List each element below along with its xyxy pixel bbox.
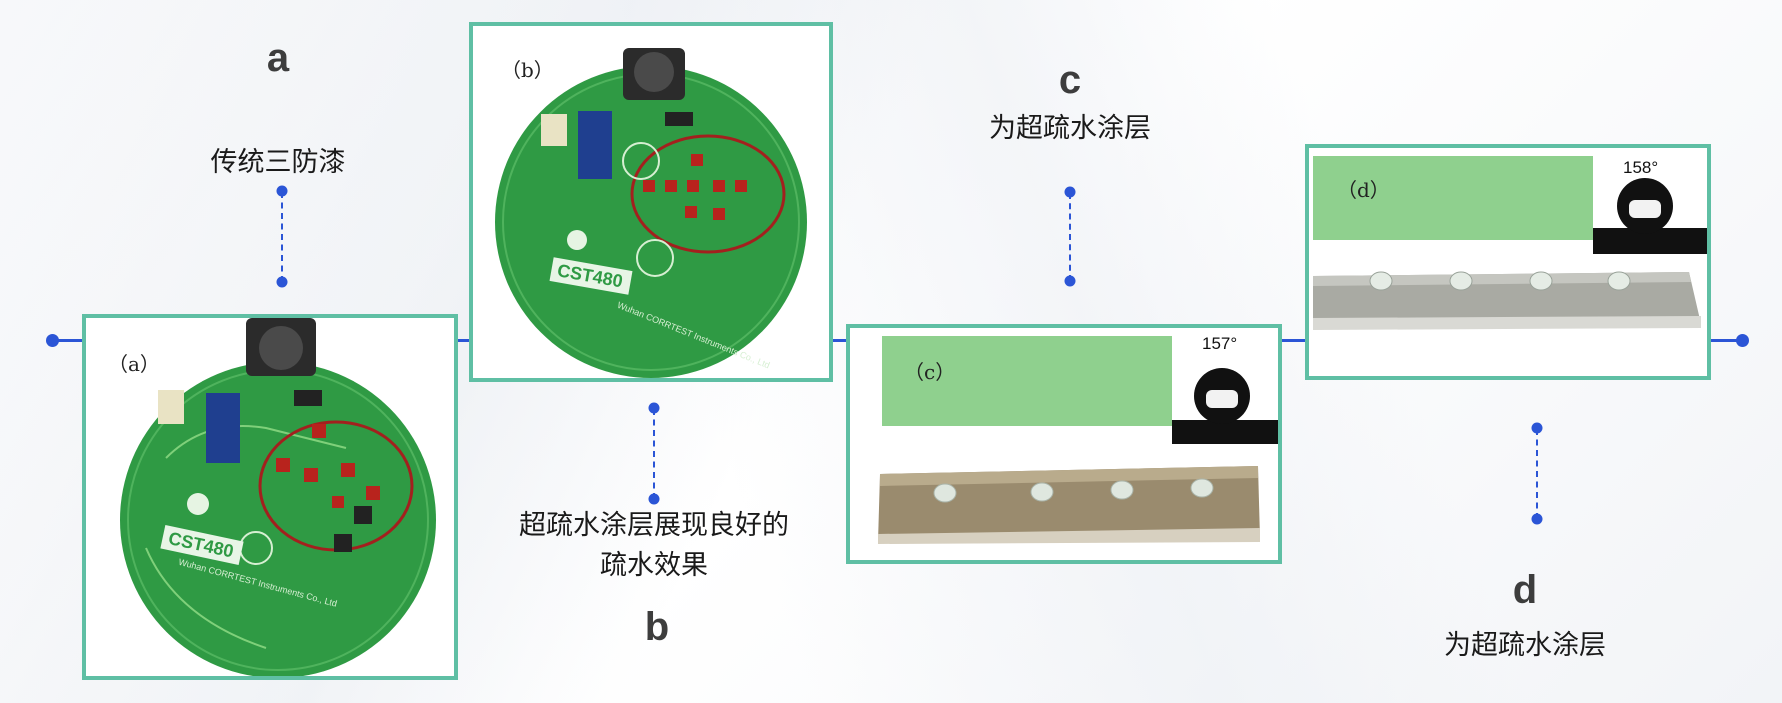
panel-a-photo: （a） CST480 Wuhan CORRTEST Instruments Co… <box>82 314 458 680</box>
panel-d-caption: 为超疏水涂层 <box>1444 630 1606 661</box>
panel-d-connector-dot-bottom <box>1531 513 1543 525</box>
panel-d-letter: d <box>1512 568 1538 612</box>
panel-d-connector-dot-top <box>1531 422 1543 434</box>
panel-c-droplet-image <box>878 336 1278 544</box>
panel-d-photo-tag: （d） <box>1337 178 1390 202</box>
panel-c-contact-angle: 157° <box>1202 334 1238 353</box>
panel-b-caption-line2: 疏水效果 <box>600 550 708 581</box>
panel-c-caption: 为超疏水涂层 <box>989 113 1151 144</box>
panel-b-connector-dot-top <box>648 402 660 414</box>
panel-b-caption-line1: 超疏水涂层展现良好的 <box>519 510 789 541</box>
panel-c-letter: c <box>1058 58 1082 102</box>
panel-b-photo-tag: （b） <box>501 58 554 82</box>
panel-b-letter: b <box>644 605 670 649</box>
panel-d-contact-angle: 158° <box>1623 158 1659 177</box>
panel-b-connector-dot-bottom <box>648 493 660 505</box>
panel-c-connector-dot-top <box>1064 186 1076 198</box>
panel-a-connector-dot-top <box>276 185 288 197</box>
timeline-end-dot <box>1736 334 1749 347</box>
panel-c-connector-dot-bottom <box>1064 275 1076 287</box>
panel-c-connector <box>1069 193 1071 281</box>
panel-b-photo: （b） CST480 Wuhan CORRTEST Instruments Co… <box>469 22 833 382</box>
panel-a-pcb-image: CST480 Wuhan CORRTEST Instruments Co., L… <box>120 318 436 676</box>
panel-b-pcb-image: CST480 Wuhan CORRTEST Instruments Co., L… <box>495 48 807 378</box>
panel-b-connector <box>653 409 655 499</box>
panel-d-connector <box>1536 429 1538 519</box>
panel-a-caption: 传统三防漆 <box>210 147 346 178</box>
panel-a-photo-tag: （a） <box>108 352 160 376</box>
panel-a-connector-dot-bottom <box>276 276 288 288</box>
panel-c-photo: （c） 157° <box>846 324 1282 564</box>
timeline-start-dot <box>46 334 59 347</box>
panel-c-photo-tag: （c） <box>904 360 956 384</box>
panel-b-caption: 超疏水涂层展现良好的 疏水效果 <box>519 506 789 586</box>
panel-d-photo: （d） 158° <box>1305 144 1711 380</box>
panel-a-letter: a <box>266 36 290 80</box>
panel-a-connector <box>281 192 283 282</box>
panel-d-droplet-image <box>1313 156 1707 330</box>
